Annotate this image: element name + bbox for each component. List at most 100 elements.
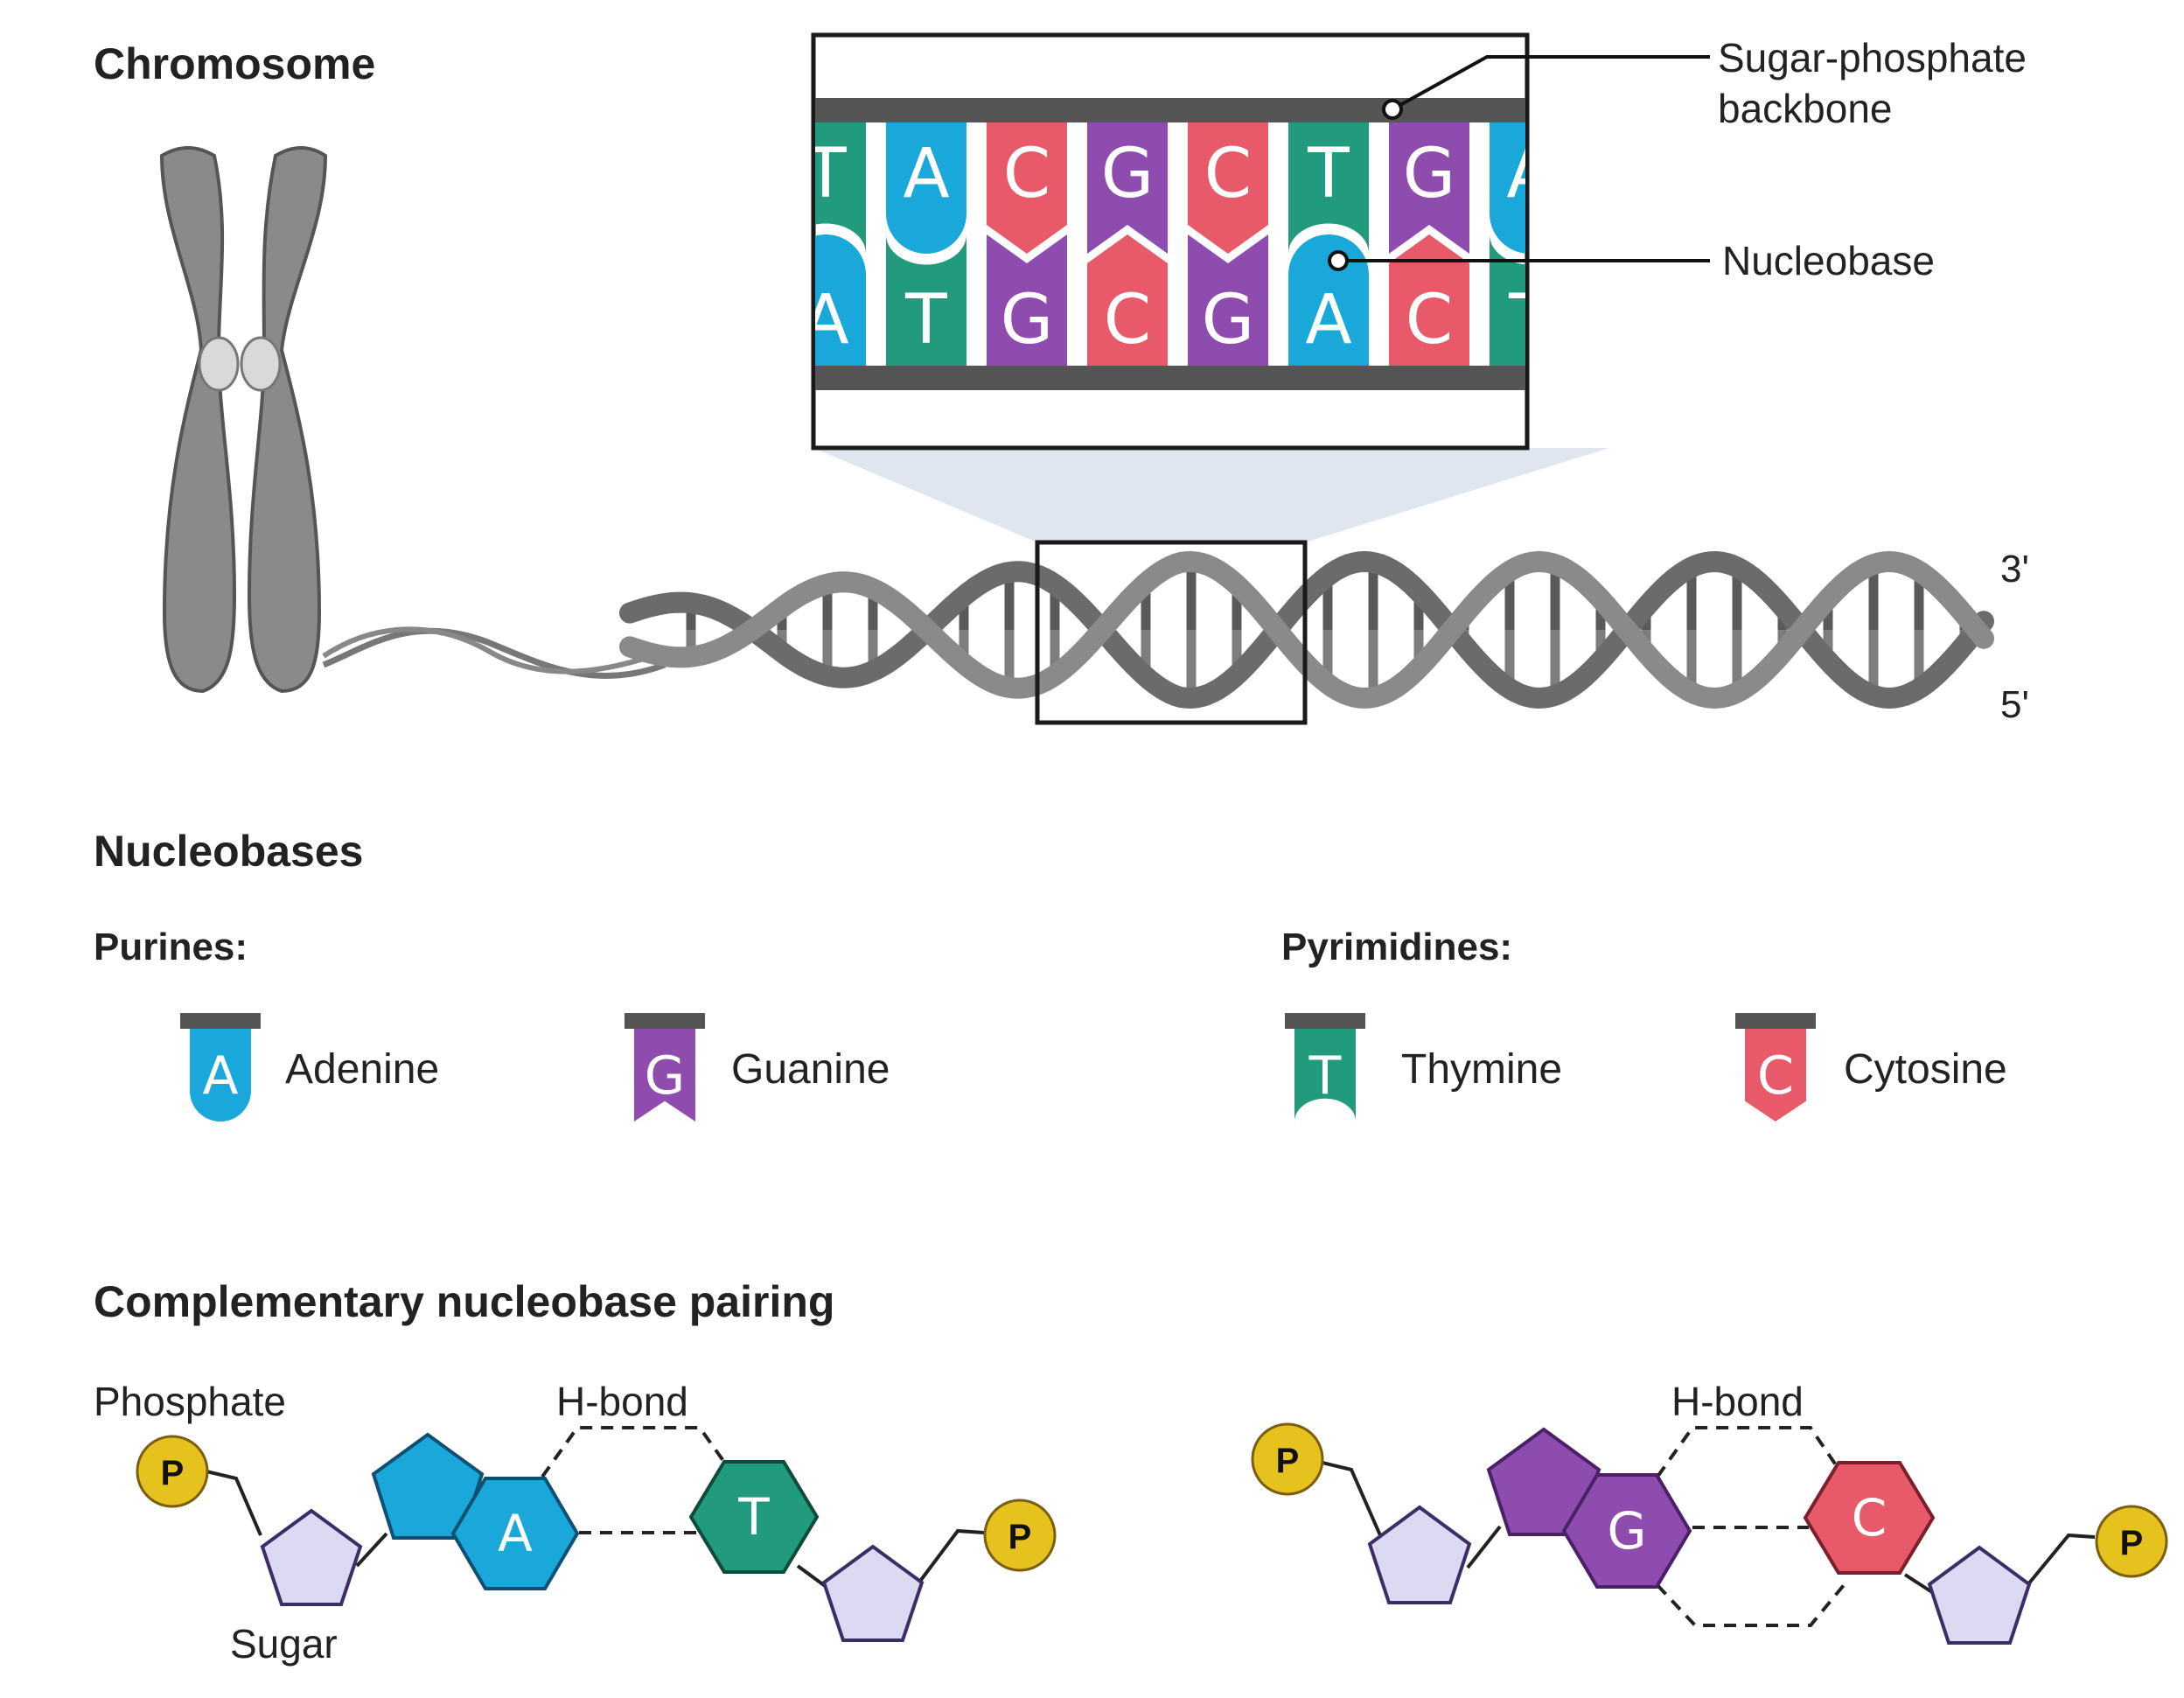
helix-highlight-box xyxy=(1035,540,1308,725)
sugar-pentagon-4 xyxy=(1927,1545,2032,1645)
phosphate-sugar-bond xyxy=(206,1470,262,1536)
legend-name-adenine: Adenine xyxy=(285,1046,439,1093)
zoom-bottom-letter-4: G xyxy=(1202,281,1254,360)
legend-backbone-thymine xyxy=(1285,1013,1365,1029)
sugar-base-bond xyxy=(355,1532,388,1568)
phosphate-circle-3 xyxy=(1251,1422,1324,1496)
zoom-top-base-7 xyxy=(1490,122,1525,254)
zoom-bottom-letter-0: A xyxy=(802,281,848,360)
sugar-phosphate-bond-gc xyxy=(2026,1533,2096,1587)
pairing-gc: H-bond P G C P xyxy=(1251,1379,2168,1645)
hbond-top-at xyxy=(541,1426,736,1478)
legend-tile-guanine xyxy=(634,1029,695,1122)
phosphate-circle-4 xyxy=(2095,1505,2168,1578)
zoom-bottom-base-7 xyxy=(1490,234,1525,366)
phosphate-sugar-bond-gc xyxy=(1322,1461,1382,1536)
pair-letter-t: T xyxy=(737,1487,770,1547)
hbond-bottom-gc xyxy=(1656,1583,1846,1627)
zoom-top-letter-6: G xyxy=(1403,135,1455,213)
zoom-top-base-4 xyxy=(1188,122,1268,254)
zoom-bottom-letter-5: A xyxy=(1305,281,1351,360)
legend-backbone-guanine xyxy=(624,1013,705,1029)
nucleobase-callout: Nucleobase xyxy=(1328,238,1935,283)
legend-letter-cytosine: C xyxy=(1757,1045,1794,1107)
hbond-label-at: H-bond xyxy=(556,1379,688,1424)
zoom-top-letter-3: G xyxy=(1101,135,1154,213)
zoom-top-base-3 xyxy=(1087,122,1168,254)
phosphate-symbol-1: P xyxy=(161,1454,185,1492)
zoom-bottom-letter-2: G xyxy=(1001,281,1053,360)
phosphate-circle-1 xyxy=(136,1435,209,1508)
zoom-top-base-6 xyxy=(1389,122,1469,254)
phosphate-symbol-2: P xyxy=(1008,1518,1032,1556)
hbond-label-gc: H-bond xyxy=(1671,1379,1804,1424)
backbone-label-line2: backbone xyxy=(1718,86,1893,131)
zoom-top-letter-5: T xyxy=(1307,135,1350,213)
pyrimidines-label: Pyrimidines: xyxy=(1281,926,1512,968)
legend-name-cytosine: Cytosine xyxy=(1844,1046,2007,1093)
sugar-base-bond-gc xyxy=(1466,1525,1502,1569)
backbone-label-line1: Sugar-phosphate xyxy=(1718,35,2027,80)
legend-backbone-adenine xyxy=(180,1013,261,1029)
zoom-top-base-2 xyxy=(987,122,1067,254)
phosphate-circle-2 xyxy=(983,1499,1057,1572)
pairing-at: Phosphate Sugar H-bond P A T P xyxy=(94,1379,1057,1667)
base-sugar-bond-right xyxy=(796,1564,829,1590)
thymine-ring xyxy=(688,1460,820,1574)
sugar-pentagon-3 xyxy=(1367,1505,1472,1604)
pair-letter-c: C xyxy=(1852,1488,1887,1548)
zoom-bottom-base-0 xyxy=(815,234,866,366)
adenine-six-ring xyxy=(450,1477,580,1590)
legend-tile-adenine xyxy=(190,1029,251,1122)
zoom-bottom-base-4 xyxy=(1188,234,1268,366)
helix-end-3prime: 3' xyxy=(2000,548,2029,590)
zoom-bottom-base-2 xyxy=(987,234,1067,366)
chromosome-heading: Chromosome xyxy=(94,39,375,88)
backbone-bottom xyxy=(815,366,1525,390)
zoom-fan xyxy=(813,448,1609,542)
zoom-bottom-letter-3: C xyxy=(1104,281,1151,360)
zoom-top-letter-2: C xyxy=(1003,135,1050,213)
nucleobases-heading: Nucleobases xyxy=(94,827,363,876)
legend-name-guanine: Guanine xyxy=(731,1046,890,1093)
zoom-top-letter-1: A xyxy=(903,135,949,213)
purines-label: Purines: xyxy=(94,926,248,968)
pair-letter-g: G xyxy=(1608,1501,1647,1561)
sugar-label: Sugar xyxy=(230,1621,338,1667)
zoom-top-base-5 xyxy=(1288,122,1369,254)
legend-name-thymine: Thymine xyxy=(1401,1046,1562,1093)
legend-backbone-cytosine xyxy=(1735,1013,1816,1029)
sugar-pentagon-1 xyxy=(260,1508,363,1606)
adenine-five-ring xyxy=(371,1432,485,1540)
hbond-top-gc xyxy=(1656,1426,1846,1478)
sugar-pentagon-2 xyxy=(821,1544,925,1642)
guanine-six-ring xyxy=(1561,1473,1692,1589)
legend-letter-guanine: G xyxy=(645,1045,686,1107)
backbone-top xyxy=(815,98,1525,122)
zoom-bottom-letter-1: T xyxy=(904,281,947,360)
zoom-bottom-base-6 xyxy=(1389,234,1469,366)
legend-tile-cytosine xyxy=(1745,1029,1806,1122)
zoom-top-base-1 xyxy=(886,122,966,254)
zoom-top-base-0 xyxy=(815,122,866,254)
backbone-callout: Sugar-phosphate backbone xyxy=(1382,35,2027,131)
zoom-bottom-letter-6: C xyxy=(1406,281,1453,360)
cytosine-ring xyxy=(1803,1461,1936,1575)
zoom-bottom-base-3 xyxy=(1087,234,1168,366)
zoom-bottom-base-1 xyxy=(886,234,966,366)
zoom-top-letter-4: C xyxy=(1204,135,1252,213)
nucleobase-callout-label: Nucleobase xyxy=(1722,238,1935,283)
zoom-bottom-base-5 xyxy=(1288,234,1369,366)
guanine-five-ring xyxy=(1486,1427,1601,1536)
legend-tile-thymine xyxy=(1294,1029,1356,1122)
phosphate-label: Phosphate xyxy=(94,1379,286,1424)
phosphate-symbol-3: P xyxy=(1276,1442,1300,1480)
legend-letter-thymine: T xyxy=(1308,1045,1342,1107)
helix-end-5prime: 5' xyxy=(2000,683,2029,726)
zoom-bottom-letter-7: T xyxy=(1508,281,1551,360)
